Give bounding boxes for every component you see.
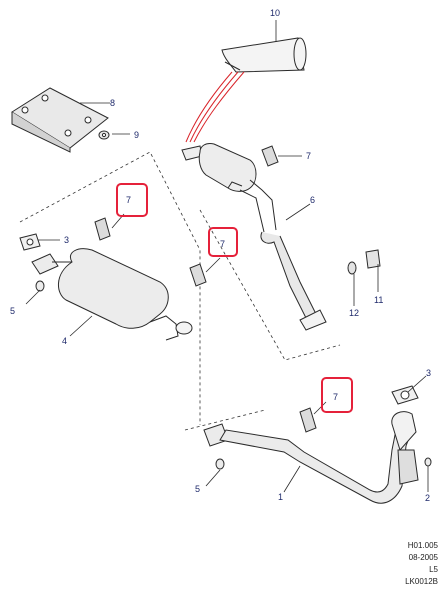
front-pipe-part xyxy=(203,411,432,504)
gaskets xyxy=(19,233,419,405)
callout-7c: 7 xyxy=(220,239,225,249)
callout-numbers: 10 8 9 7 6 7 3 7 12 11 5 4 3 7 2 5 1 xyxy=(10,8,431,503)
reference-code: H01.005 xyxy=(407,541,438,550)
callout-1: 1 xyxy=(278,492,283,502)
callout-7b: 7 xyxy=(126,195,131,205)
heat-shield-part xyxy=(11,87,109,153)
rear-muffler-part xyxy=(181,143,327,331)
reference-block: H01.005 08-2005 L5 LK0012B xyxy=(405,540,438,588)
callout-3b: 3 xyxy=(426,368,431,378)
callout-11: 11 xyxy=(374,295,383,305)
callout-2: 2 xyxy=(425,493,430,503)
callout-4: 4 xyxy=(62,336,67,346)
rubber-hangers xyxy=(94,145,317,433)
tail-pipe-highlight-lines xyxy=(185,71,245,143)
callout-highlight-boxes xyxy=(116,183,353,413)
reference-drawing-code: LK0012B xyxy=(405,577,438,586)
callout-7d: 7 xyxy=(333,392,338,402)
callout-7a: 7 xyxy=(306,151,311,161)
callout-5b: 5 xyxy=(195,484,200,494)
centre-muffler-part xyxy=(31,248,193,341)
tail-pipe-part xyxy=(221,37,307,73)
mounting-hardware xyxy=(347,249,381,275)
assembly-guide-lines xyxy=(19,151,341,431)
callout-5a: 5 xyxy=(10,306,15,316)
callout-10: 10 xyxy=(270,8,280,18)
callout-8: 8 xyxy=(110,98,115,108)
callout-12: 12 xyxy=(349,308,359,318)
callout-9: 9 xyxy=(134,130,139,140)
callout-6: 6 xyxy=(310,195,315,205)
callout-3a: 3 xyxy=(64,235,69,245)
nut-part xyxy=(98,130,110,140)
reference-date: 08-2005 xyxy=(408,553,438,562)
reference-level: L5 xyxy=(429,565,438,574)
